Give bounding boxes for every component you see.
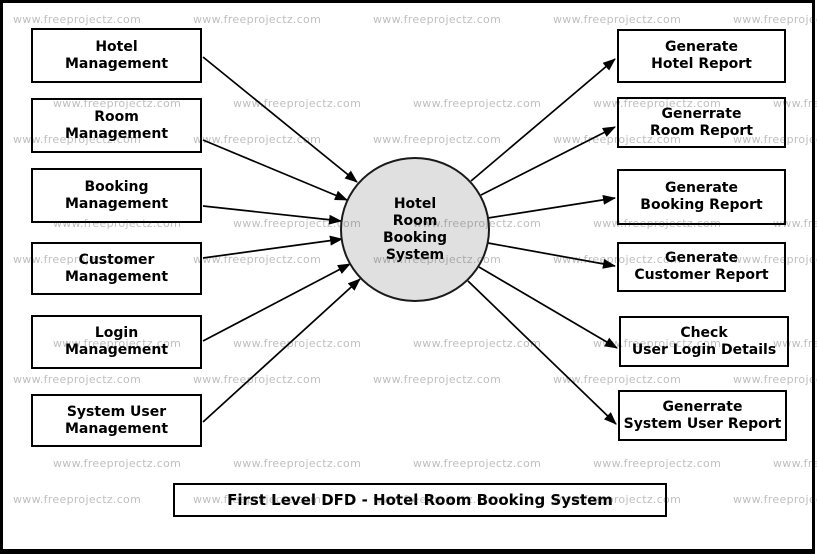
output-generate-booking-report: Generate Booking Report bbox=[617, 169, 786, 225]
entity-label: Booking Management bbox=[64, 178, 169, 212]
entity-customer-management: Customer Management bbox=[31, 242, 202, 295]
output-generrate-room-report: Generrate Room Report bbox=[617, 97, 786, 148]
entity-label: Generate Hotel Report bbox=[651, 39, 752, 72]
entity-booking-management: Booking Management bbox=[31, 168, 202, 223]
entity-login-management: Login Management bbox=[31, 315, 202, 369]
output-generrate-system-user-report: Generrate System User Report bbox=[618, 390, 787, 441]
process-hotel-room-booking-system: Hotel Room Booking System bbox=[340, 157, 490, 302]
flow-arrow bbox=[202, 56, 358, 183]
entity-room-management: Room Management bbox=[31, 98, 202, 153]
diagram-title: First Level DFD - Hotel Room Booking Sys… bbox=[227, 491, 613, 509]
flow-arrow bbox=[480, 126, 616, 196]
entity-label: Customer Management bbox=[64, 251, 169, 285]
entity-label: Generate Customer Report bbox=[634, 250, 769, 283]
entity-system-user-management: System User Management bbox=[31, 394, 202, 447]
flow-arrow bbox=[202, 139, 348, 201]
entity-label: Room Management bbox=[64, 108, 169, 142]
process-label: Hotel Room Booking System bbox=[382, 195, 447, 263]
output-generate-hotel-report: Generate Hotel Report bbox=[617, 29, 786, 83]
flow-arrow bbox=[487, 242, 616, 269]
flow-arrow bbox=[467, 280, 617, 425]
flow-arrow bbox=[478, 266, 618, 349]
diagram-title-box: First Level DFD - Hotel Room Booking Sys… bbox=[173, 483, 667, 517]
entity-hotel-management: Hotel Management bbox=[31, 28, 202, 83]
entity-label: System User Management bbox=[64, 403, 169, 437]
entity-label: Generrate Room Report bbox=[650, 105, 753, 139]
flow-arrow bbox=[202, 278, 361, 423]
flow-arrow bbox=[470, 58, 616, 182]
entity-label: Check User Login Details bbox=[631, 324, 777, 358]
output-generate-customer-report: Generate Customer Report bbox=[617, 242, 786, 292]
flow-arrow bbox=[202, 263, 351, 342]
flow-arrow bbox=[202, 205, 342, 225]
flow-arrow bbox=[202, 235, 343, 259]
entity-label: Generrate System User Report bbox=[623, 398, 782, 432]
flow-arrow bbox=[487, 194, 616, 219]
output-check-user-login-details: Check User Login Details bbox=[619, 316, 789, 367]
entity-label: Generate Booking Report bbox=[640, 180, 763, 213]
entity-label: Hotel Management bbox=[64, 38, 169, 72]
entity-label: Login Management bbox=[64, 325, 169, 358]
